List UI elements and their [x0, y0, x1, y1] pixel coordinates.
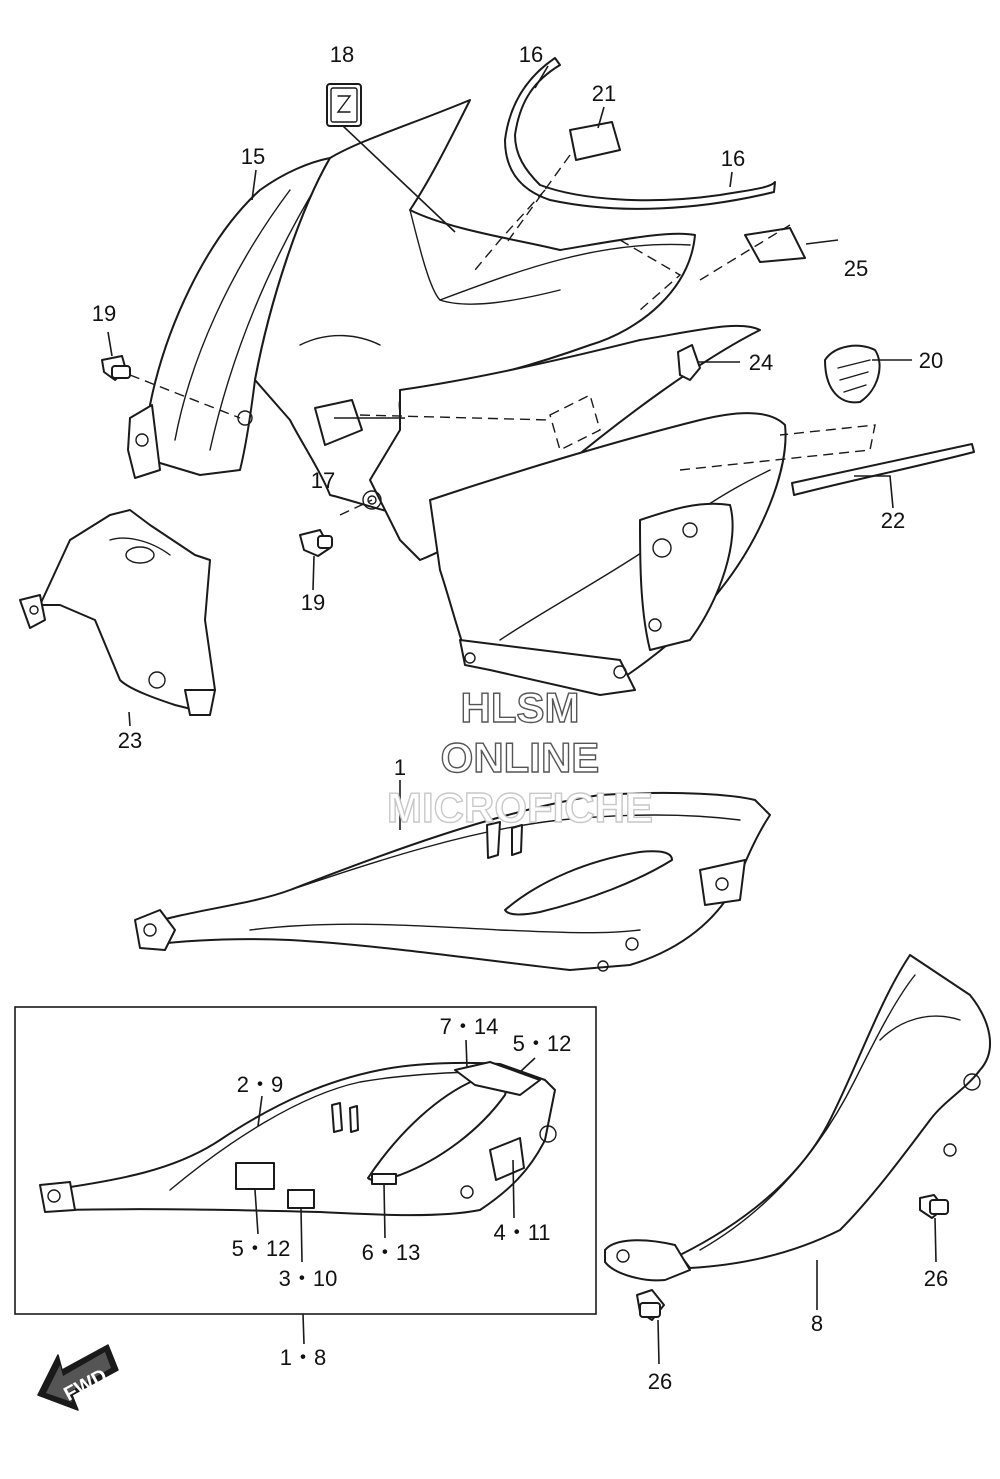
callout-18: 18	[330, 42, 354, 67]
part-20-grommet	[824, 344, 881, 404]
callout-20: 20	[919, 348, 943, 373]
assembly-box-1-8	[14, 1006, 597, 1315]
callout-19-lower: 19	[301, 590, 325, 615]
part-26-clip-right	[919, 1194, 949, 1219]
part-19-clip-upper	[101, 355, 131, 381]
callout-16-right: 16	[721, 146, 745, 171]
leader-lines	[107, 65, 937, 1365]
callout-21: 21	[592, 81, 616, 106]
part-21-pad	[569, 121, 621, 161]
part-24-clip	[677, 344, 701, 381]
callout-24: 24	[749, 350, 773, 375]
part-1-tank-cover	[134, 791, 771, 972]
callout-15: 15	[241, 144, 265, 169]
part-17-pad	[314, 399, 363, 446]
part-25-pad	[744, 227, 806, 263]
callout-7-14: 7・14	[440, 1014, 499, 1039]
callout-labels: 18 16 21 16 15 25 19 24 20 17 22 19 23 1…	[92, 42, 948, 1394]
callout-23: 23	[118, 728, 142, 753]
part-18-emblem	[326, 83, 362, 127]
part-19-clip-lower	[299, 529, 333, 557]
part-26-clip-lower	[636, 1289, 665, 1321]
callout-16-upper: 16	[519, 42, 543, 67]
part-22-trim-strip	[791, 443, 975, 496]
forward-arrow-icon: FWD	[37, 1344, 119, 1411]
callout-5-12-upper: 5・12	[513, 1031, 572, 1056]
watermark-line-3: MICROFICHE	[387, 784, 653, 831]
callout-6-13: 6・13	[362, 1240, 421, 1265]
assembly-dashed-lines	[129, 154, 876, 516]
callout-19-upper: 19	[92, 301, 116, 326]
callout-1: 1	[394, 755, 406, 780]
callout-22: 22	[881, 508, 905, 533]
callout-2-9: 2・9	[237, 1072, 283, 1097]
callout-8: 8	[811, 1311, 823, 1336]
part-16-trim-strip-upper	[504, 57, 776, 210]
part-8-lower-side-cover	[604, 954, 992, 1282]
callout-17: 17	[311, 468, 335, 493]
watermark-line-2: ONLINE	[441, 734, 600, 781]
callout-26-lower: 26	[648, 1369, 672, 1394]
part-23-inner-bracket	[19, 509, 216, 716]
callout-26-right: 26	[924, 1266, 948, 1291]
callout-3-10: 3・10	[279, 1266, 338, 1291]
callout-5-12-lower: 5・12	[232, 1236, 291, 1261]
watermark-line-1: HLSM	[461, 684, 580, 731]
callout-1-8: 1・8	[280, 1345, 326, 1370]
callout-25: 25	[844, 256, 868, 281]
callout-4-11: 4・11	[493, 1220, 550, 1245]
part-right-inner-panel	[429, 412, 787, 696]
part-15-side-cover	[127, 157, 331, 479]
watermark: HLSM ONLINE MICROFICHE	[386, 683, 653, 831]
